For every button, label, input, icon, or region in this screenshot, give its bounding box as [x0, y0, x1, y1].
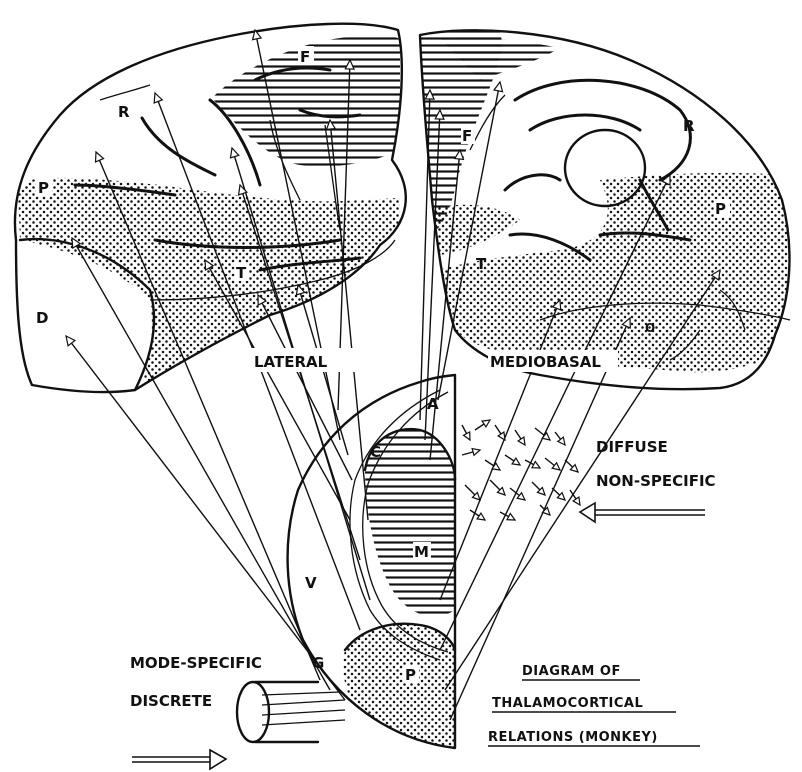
mediobasal-projection-arrowhead — [494, 82, 503, 92]
thalamus-geniculate-label: G — [312, 654, 324, 672]
diffuse-arrow-head — [558, 437, 565, 445]
thalamus-pulvinar-label: P — [405, 666, 416, 684]
mode-specific-input-arrow — [132, 750, 226, 769]
lateral-projection-arrowhead — [66, 336, 75, 346]
thalamus-section — [288, 375, 455, 748]
mediobasal-projection-line — [440, 175, 670, 650]
diffuse-arrow-head — [573, 497, 580, 505]
mediobasal-pathway-label: MEDIOBASAL — [490, 353, 601, 371]
lateral-projection-arrowhead — [154, 93, 162, 103]
diffuse-arrow-head — [512, 458, 520, 465]
diffuse-arrow-head — [498, 432, 505, 440]
fibre-bundle-cylinder — [237, 682, 345, 742]
non-specific-input-arrow — [580, 503, 705, 522]
lateral-frontal-label: F — [300, 48, 310, 66]
thalamus-medial-label: M — [414, 543, 429, 561]
thalamus-ventral-label: V — [305, 574, 317, 592]
diffuse-arrow-head — [464, 432, 470, 440]
diffuse-label: DIFFUSE — [596, 438, 668, 456]
thalamus-anterior-label: A — [427, 395, 439, 413]
lateral-parietal-label: P — [38, 179, 49, 197]
thalamus-centre-label: C — [370, 443, 381, 461]
diffuse-arrow-head — [518, 437, 525, 445]
diffuse-arrow-head — [482, 420, 490, 427]
caption-line-1: DIAGRAM OF — [522, 664, 621, 679]
medial-hemisphere — [420, 30, 800, 389]
lateral-projection-line — [330, 120, 368, 520]
medial-temporal-label: T — [476, 255, 487, 273]
lateral-rolandic-label: R — [118, 103, 130, 121]
medial-parietal-label: P — [715, 200, 726, 218]
caption-line-2: THALAMOCORTICAL — [492, 696, 643, 711]
lateral-projection-arrowhead — [96, 152, 104, 162]
diffuse-arrow-head — [507, 514, 515, 520]
diffuse-arrow-head — [477, 513, 485, 520]
diffuse-arrow-head — [472, 449, 480, 456]
lateral-projection-line — [258, 295, 352, 480]
lateral-occipital-label: D — [36, 309, 48, 327]
lateral-pathway-label: LATERAL — [254, 353, 328, 371]
diagram-caption: DIAGRAM OF THALAMOCORTICAL RELATIONS (MO… — [488, 664, 700, 746]
lateral-projection-line — [66, 336, 345, 700]
medial-occipital-label: O — [645, 321, 655, 335]
medial-frontal-label: F — [462, 127, 472, 145]
diffuse-arrow-head — [532, 462, 540, 468]
diffuse-arrow-head — [492, 463, 500, 470]
caption-line-3: RELATIONS (MONKEY) — [488, 730, 658, 745]
lateral-projection-arrowhead — [230, 148, 238, 158]
medial-rolandic-label: R — [683, 117, 695, 135]
lateral-hemisphere — [15, 24, 406, 392]
lateral-temporal-label: T — [236, 264, 247, 282]
non-specific-label: NON-SPECIFIC — [596, 472, 716, 490]
mode-specific-label: MODE-SPECIFIC — [130, 654, 262, 672]
discrete-label: DISCRETE — [130, 692, 212, 710]
